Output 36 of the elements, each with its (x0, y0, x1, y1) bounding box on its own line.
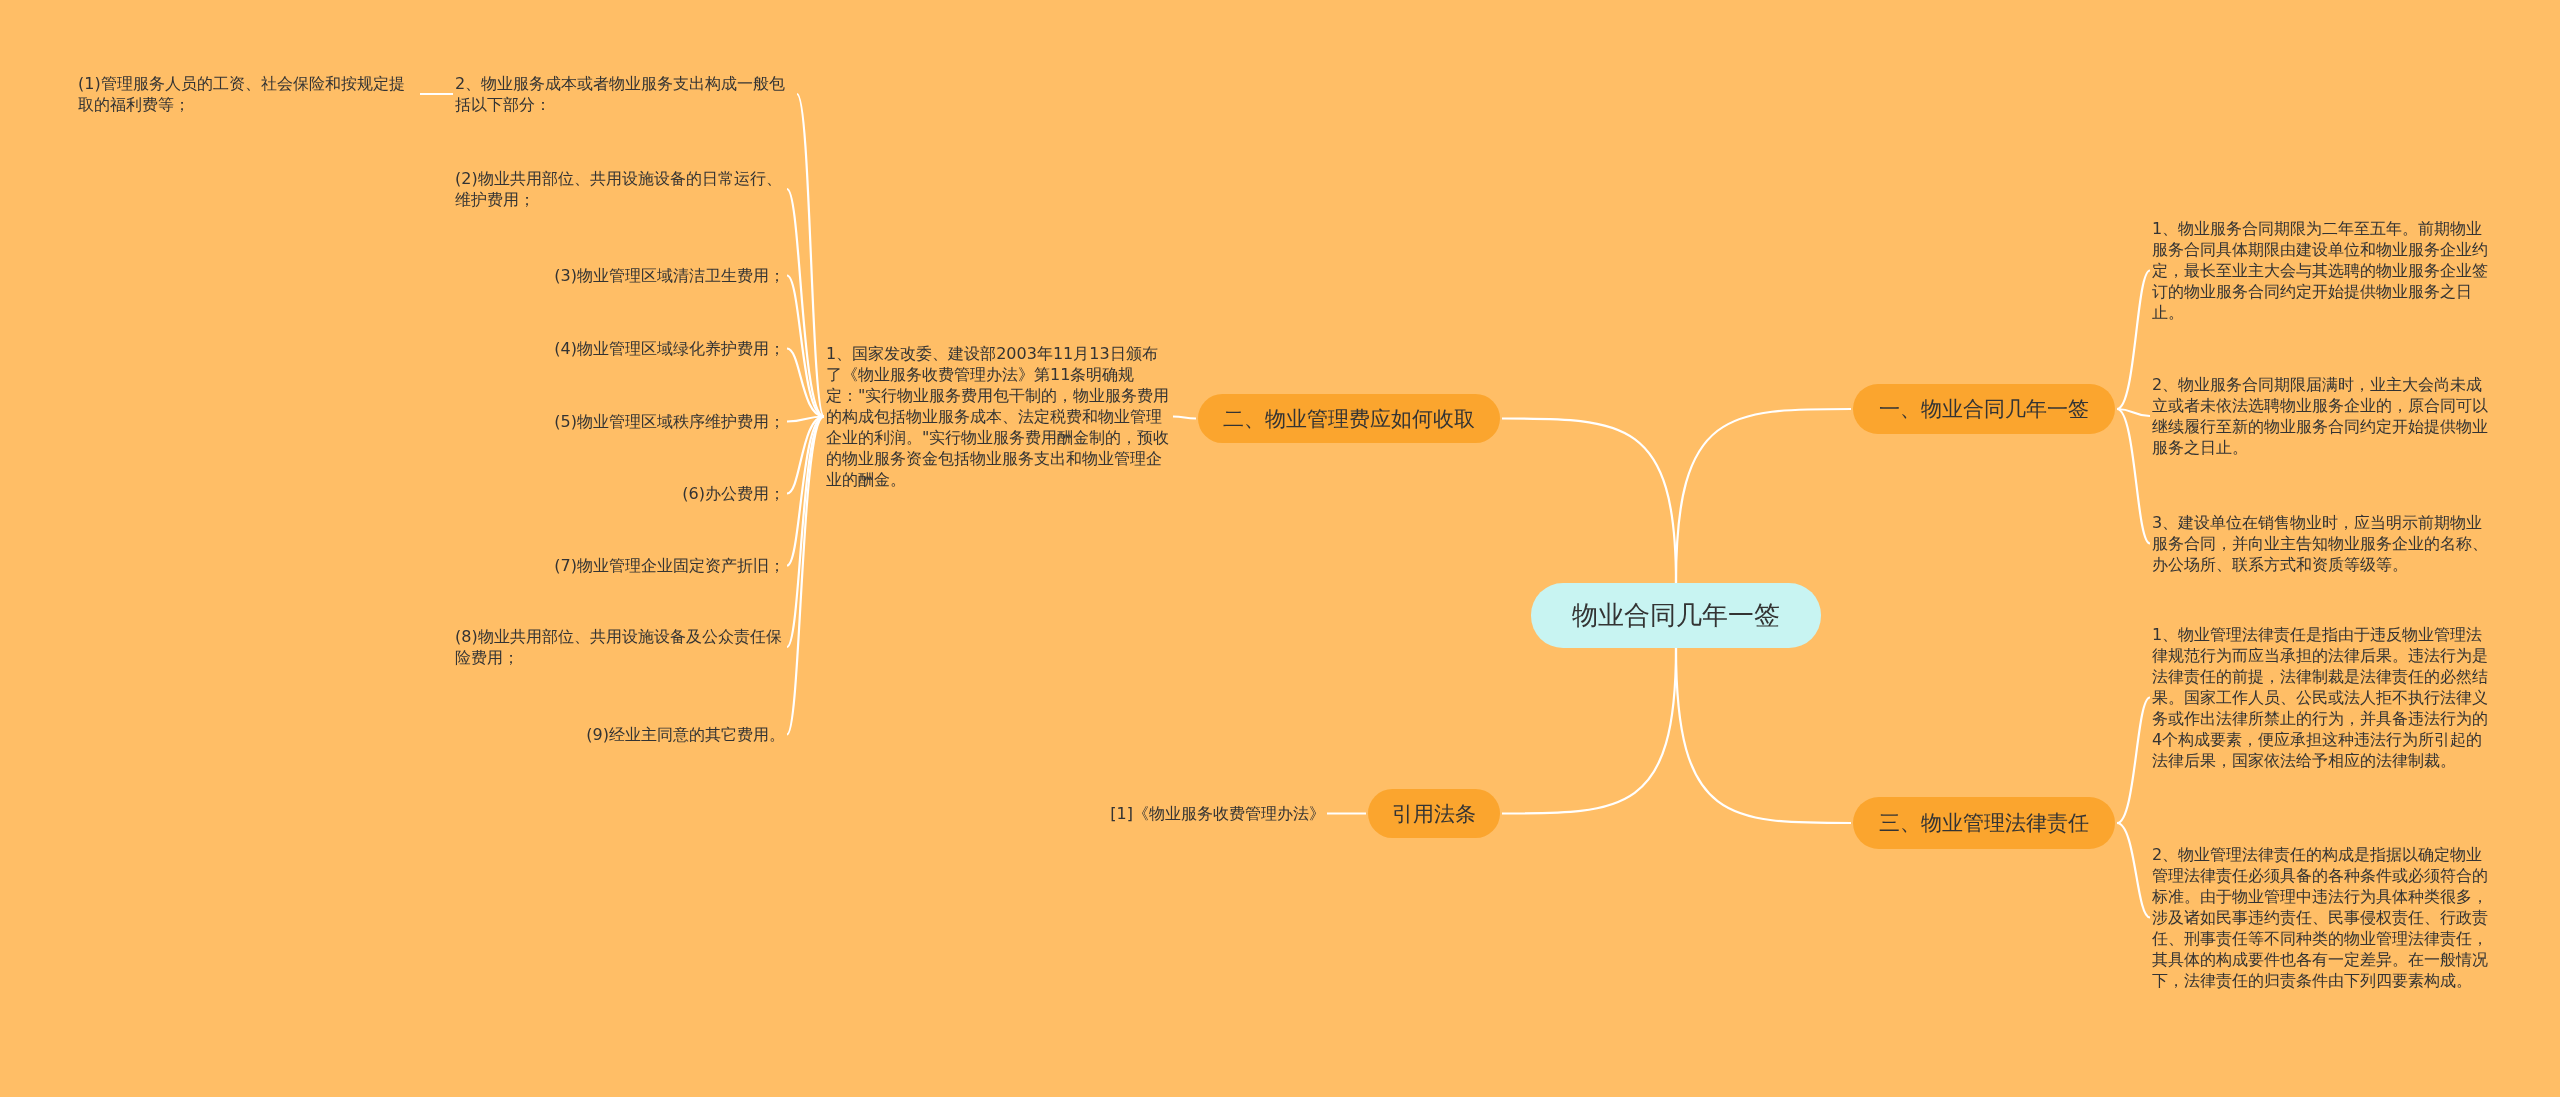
topic-pill: 引用法条 (1368, 789, 1500, 838)
note-text: (1)管理服务人员的工资、社会保险和按规定提取的福利费等； (78, 73, 418, 115)
note-text: (7)物业管理企业固定资产折旧； (455, 555, 785, 576)
connector (2116, 408, 2151, 545)
topic-pill: 三、物业管理法律责任 (1853, 797, 2115, 849)
note-text: (6)办公费用； (455, 483, 785, 504)
connector (2116, 822, 2151, 919)
note-text: 2、物业服务成本或者物业服务支出构成一般包括以下部分： (455, 73, 795, 115)
note-text: 2、物业管理法律责任的构成是指据以确定物业管理法律责任必须具备的各种条件或必须符合的标准。由于物业管理中违法行为具体种类很多，涉及诸如民事违约责任、民事侵权责任、行政责任、刑事责任等不同种类的物业管理法律责任，其具体的构成要件也各有一定差异。在一般情况下，法律责任的归责条件由下列四要素构成。 (2152, 844, 2492, 991)
connector (796, 93, 825, 417)
note-text: (8)物业共用部位、共用设施设备及公众责任保险费用； (455, 626, 785, 668)
note-text: 2、物业服务合同期限届满时，业主大会尚未成立或者未依法选聘物业服务企业的，原合同可以继续履行至新的物业服务合同约定开始提供物业服务之日止。 (2152, 374, 2492, 458)
connector (2116, 269, 2151, 410)
note-text: (9)经业主同意的其它费用。 (455, 724, 785, 745)
connector (1173, 415, 1196, 420)
connector (786, 188, 825, 418)
connector (786, 415, 825, 735)
connector (1502, 647, 1678, 815)
connector (2116, 407, 2151, 418)
note-text: (4)物业管理区域绿化养护费用； (455, 338, 785, 359)
note-text: 1、物业服务合同期限为二年至五年。前期物业服务合同具体期限由建设单位和物业服务企业约定，最长至业主大会与其选聘的物业服务企业签订的物业服务合同约定开始提供物业服务之日止。 (2152, 218, 2492, 323)
topic-pill: 一、物业合同几年一签 (1853, 384, 2115, 434)
note-text: [1]《物业服务收费管理办法》 (1100, 803, 1325, 824)
connector (1327, 812, 1366, 815)
connector (786, 415, 825, 648)
central-topic: 物业合同几年一签 (1531, 583, 1821, 648)
note-text: 1、物业管理法律责任是指由于违反物业管理法律规范行为而应当承担的法律后果。违法行为是法律责任的前提，法律制裁是法律责任的必然结果。国家工作人员、公民或法人拒不执行法律义务或作出法律所禁止的行为，并具备违法行为的4个构成要素，便应承担这种违法行为所引起的法律后果，国家依法给予相应的法律制裁。 (2152, 624, 2492, 771)
note-text: 3、建设单位在销售物业时，应当明示前期物业服务合同，并向业主告知物业服务企业的名称、办公场所、联系方式和资质等级等。 (2152, 512, 2492, 575)
note-text: (5)物业管理区域秩序维护费用； (455, 411, 785, 432)
note-text: (2)物业共用部位、共用设施设备的日常运行、维护费用； (455, 168, 785, 210)
connector (420, 92, 453, 96)
connector (1502, 417, 1678, 584)
topic-pill: 二、物业管理费应如何收取 (1198, 394, 1500, 443)
note-text: (3)物业管理区域清洁卫生费用； (455, 265, 785, 286)
connector (2116, 696, 2151, 824)
note-text: 1、国家发改委、建设部2003年11月13日颁布了《物业服务收费管理办法》第11条明确规定："实行物业服务费用包干制的，物业服务费用的构成包括物业服务成本、法定税费和物业管理企业的利润。"实行物业服务费用酬金制的，预收的物业服务资金包括物业服务支出和物业管理企业的酬金。 (826, 343, 1171, 490)
